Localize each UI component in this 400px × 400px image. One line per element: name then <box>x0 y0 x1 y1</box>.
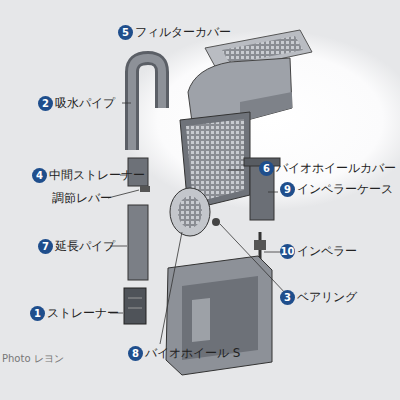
watermark: Photo レヨン <box>2 352 64 366</box>
part-name: フィルターカバー <box>135 24 231 41</box>
callout-number: 7 <box>38 239 53 254</box>
part-name: 延長パイプ <box>55 238 115 255</box>
callout-number: 4 <box>32 168 47 183</box>
part-name: バイオホイール S <box>145 345 240 362</box>
callout-number: 5 <box>118 25 133 40</box>
callout: 7延長パイプ <box>38 238 115 255</box>
callout-number: 3 <box>280 290 295 305</box>
part-name: 吸水パイプ <box>55 95 115 112</box>
callout: 3ベアリング <box>280 289 357 306</box>
callout: 5フィルターカバー <box>118 24 231 41</box>
callout-number: 2 <box>38 96 53 111</box>
callout: 6バイオホイールカバー <box>259 160 396 177</box>
callout: 10インペラー <box>280 243 357 260</box>
part-name: インペラー <box>297 243 357 260</box>
callout-number: 9 <box>280 182 295 197</box>
part-name: 中間ストレーナー <box>49 167 145 184</box>
callout: 1ストレーナー <box>30 305 119 322</box>
part-name: インペラーケース <box>297 181 393 198</box>
callout: 2吸水パイプ <box>38 95 115 112</box>
callout-number: 8 <box>128 346 143 361</box>
callout: 8バイオホイール S <box>128 345 240 362</box>
part-name: ストレーナー <box>47 305 119 322</box>
part-name: ベアリング <box>297 289 357 306</box>
callout-number: 10 <box>280 244 295 259</box>
callout-number: 1 <box>30 306 45 321</box>
callout: 4中間ストレーナー <box>32 167 145 184</box>
callout: 9インペラーケース <box>280 181 393 198</box>
callout-number: 6 <box>259 161 274 176</box>
part-label: 調節レバー <box>52 190 112 207</box>
part-name: バイオホイールカバー <box>276 160 396 177</box>
